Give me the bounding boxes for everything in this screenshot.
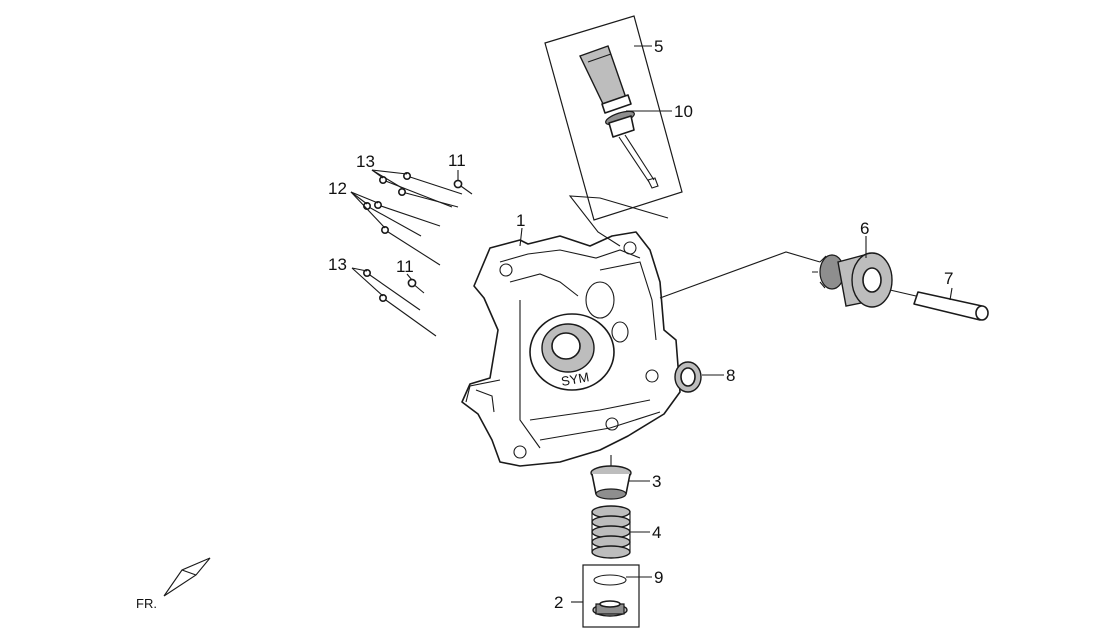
bolt [380, 226, 441, 266]
drain-plug-frame [582, 564, 640, 628]
bolt [397, 188, 459, 208]
callout-5: 5 [654, 37, 663, 56]
front-direction-indicator: FR. [136, 557, 211, 611]
callout-12: 12 [328, 179, 347, 198]
filter-spring [591, 505, 631, 559]
dipstick-frame [544, 15, 683, 221]
leader-lines [350, 45, 953, 603]
callout-10: 10 [674, 102, 693, 121]
bolt [362, 202, 422, 237]
crankcase-cover: SYM [461, 231, 681, 467]
callout-9: 9 [654, 568, 663, 587]
filter-screen [590, 465, 632, 500]
callout-13-upper: 13 [356, 152, 375, 171]
callout-8: 8 [726, 366, 735, 385]
starter-gear [812, 252, 893, 308]
callout-6: 6 [860, 219, 869, 238]
oil-seal [674, 361, 702, 393]
bolt-group-lower [362, 268, 437, 337]
callout-11-upper: 11 [448, 151, 466, 170]
callout-11-lower: 11 [396, 257, 414, 276]
callout-1: 1 [516, 211, 525, 230]
casting-mark: SYM [560, 369, 590, 389]
drain-plug [592, 600, 628, 617]
dipstick-group [544, 15, 683, 221]
callout-7: 7 [944, 269, 953, 288]
direction-label: FR. [136, 596, 157, 611]
bolt [402, 172, 463, 195]
dipstick-collar [601, 94, 632, 114]
callout-13-lower: 13 [328, 255, 347, 274]
bolt [373, 201, 441, 227]
dipstick-rod [618, 134, 655, 183]
bolt [378, 293, 437, 337]
bolt-group-upper [362, 172, 473, 266]
callout-2: 2 [554, 593, 563, 612]
starter-shaft [913, 291, 989, 321]
callout-4: 4 [652, 523, 661, 542]
arrow-icon [163, 557, 211, 597]
o-ring [593, 574, 627, 586]
dipstick-cap [579, 45, 627, 107]
short-bolt [453, 179, 473, 195]
callout-labels: 5 10 1 6 7 8 3 4 9 2 11 11 13 12 13 [328, 37, 953, 612]
short-bolt [407, 278, 425, 294]
bolt [362, 268, 421, 311]
callout-3: 3 [652, 472, 661, 491]
